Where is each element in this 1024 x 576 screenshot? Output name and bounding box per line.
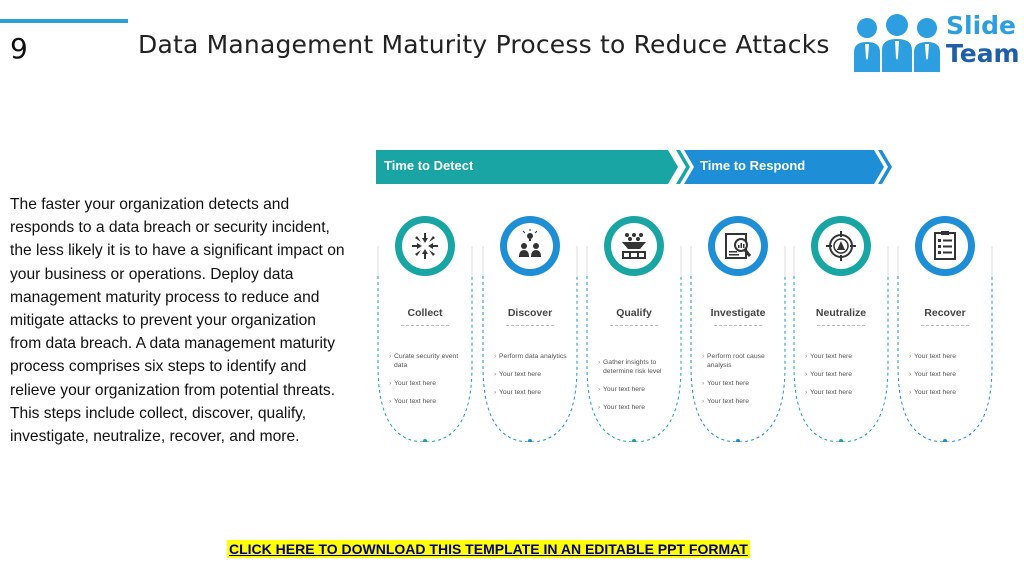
step-card-investigate: Investigate Perform root cause analysis …	[690, 216, 786, 442]
step-items: Your text here Your text here Your text …	[805, 352, 885, 406]
time-to-detect-label: Time to Detect	[384, 158, 474, 173]
magnifier-chart-icon	[725, 233, 752, 259]
logo-text-line1: Slide	[946, 11, 1016, 40]
step-name: Recover	[924, 307, 966, 319]
step-name: Investigate	[710, 307, 766, 319]
list-item: Curate security event data	[389, 352, 469, 370]
step-items: Your text here Your text here Your text …	[909, 352, 989, 406]
slide-title: Data Management Maturity Process to Redu…	[138, 30, 830, 59]
list-item: Your text here	[494, 370, 574, 379]
download-template-link[interactable]: CLICK HERE TO DOWNLOAD THIS TEMPLATE IN …	[227, 540, 750, 558]
list-item: Your text here	[909, 370, 989, 379]
target-crosshair-icon	[826, 231, 856, 261]
list-item: Perform root cause analysis	[702, 352, 782, 370]
step-items: Perform root cause analysis Your text he…	[702, 352, 782, 415]
list-item: Your text here	[805, 352, 885, 361]
list-item: Your text here	[598, 403, 678, 412]
slide-number: 9	[10, 32, 28, 65]
step-items: Gather insights to determine risk level …	[598, 358, 678, 421]
list-item: Your text here	[702, 379, 782, 388]
people-logo-icon	[854, 14, 940, 72]
banner-arrows	[376, 150, 892, 184]
logo-text-line2: Team	[946, 39, 1020, 68]
list-item: Gather insights to determine risk level	[598, 358, 678, 376]
team-idea-icon	[519, 229, 541, 257]
step-name: Collect	[407, 307, 443, 319]
list-item: Your text here	[805, 388, 885, 397]
description-text: The faster your organization detects and…	[10, 196, 345, 446]
step-items: Perform data analytics Your text here Yo…	[494, 352, 574, 406]
list-item: Your text here	[389, 397, 469, 406]
time-to-respond-label: Time to Respond	[700, 158, 806, 173]
arrows-inward-icon	[412, 233, 438, 259]
step-name: Neutralize	[815, 307, 867, 319]
list-item: Your text here	[909, 388, 989, 397]
step-card-qualify: Qualify Gather insights to determine ris…	[586, 216, 682, 442]
step-card-discover: Discover Perform data analytics Your tex…	[482, 216, 578, 442]
step-card-collect: Collect Curate security event data Your …	[377, 216, 473, 442]
step-card-recover: Recover Your text here Your text here Yo…	[897, 216, 993, 442]
data-filter-icon	[622, 233, 646, 259]
header-accent-bar	[0, 19, 128, 23]
time-banner: Time to Detect Time to Respond	[376, 150, 892, 184]
step-name: Discover	[507, 307, 553, 319]
list-item: Your text here	[494, 388, 574, 397]
list-item: Perform data analytics	[494, 352, 574, 361]
list-item: Your text here	[389, 379, 469, 388]
slideteam-logo: Slide Team	[852, 8, 1020, 74]
checklist-icon	[934, 231, 956, 260]
list-item: Your text here	[805, 370, 885, 379]
list-item: Your text here	[702, 397, 782, 406]
list-item: Your text here	[598, 385, 678, 394]
step-items: Curate security event data Your text her…	[389, 352, 469, 415]
step-card-neutralize: Neutralize Your text here Your text here…	[793, 216, 889, 442]
list-item: Your text here	[909, 352, 989, 361]
step-name: Qualify	[616, 307, 652, 319]
